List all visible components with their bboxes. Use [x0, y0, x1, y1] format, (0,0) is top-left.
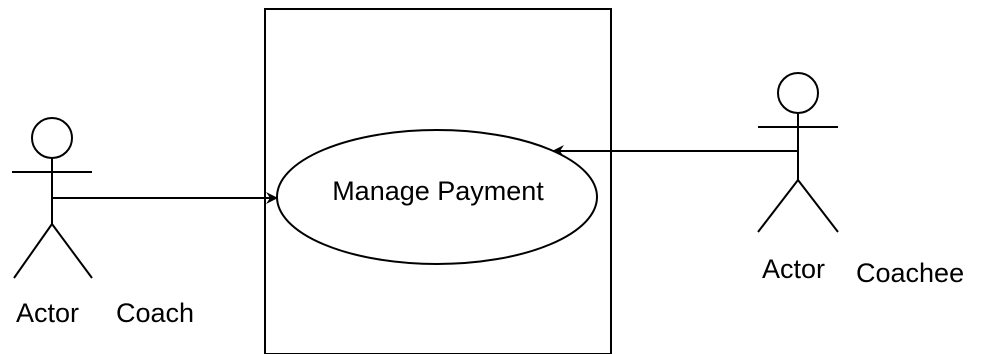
actor-head-coach — [31, 117, 73, 159]
actor-figure-coach[interactable] — [12, 117, 93, 279]
actor-right-leg-coachee — [797, 179, 839, 233]
actor-left-leg-coach — [13, 223, 53, 279]
actor-head-coachee — [777, 72, 819, 114]
actor-left-leg-coachee — [757, 179, 799, 233]
actor-name-label-coach: Coach — [116, 298, 195, 328]
actor-stereotype-label-coach: Actor — [16, 298, 80, 328]
actor-figure-coachee[interactable] — [757, 72, 839, 233]
actor-stereotype-label-coachee: Actor — [762, 254, 826, 284]
system-boundary — [264, 8, 612, 354]
actor-name-label-coachee: Coachee — [856, 258, 965, 288]
use-case-label: Manage Payment — [332, 176, 544, 206]
actor-right-leg-coach — [51, 223, 93, 279]
